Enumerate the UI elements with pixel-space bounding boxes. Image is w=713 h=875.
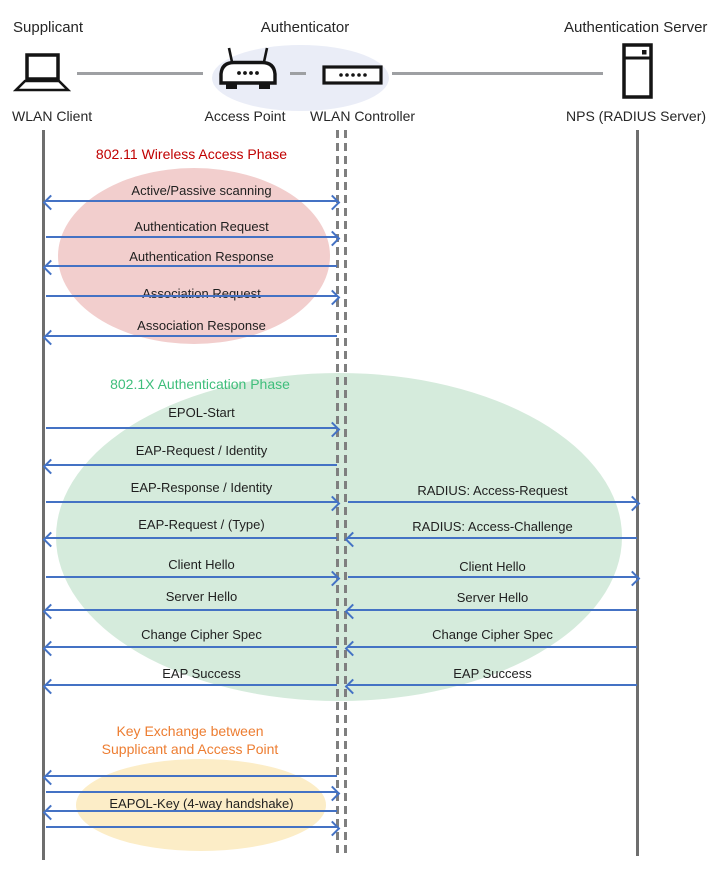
message-label: Change Cipher Spec — [432, 627, 553, 642]
role-authenticator: Authenticator — [260, 19, 350, 36]
message-label: Server Hello — [456, 590, 529, 605]
arrowhead-left-icon — [42, 603, 59, 619]
laptop-icon — [12, 53, 72, 95]
message-arrow-left — [42, 769, 337, 785]
access-point-icon — [217, 47, 279, 93]
wlan-controller-icon — [322, 65, 383, 85]
message-label: Client Hello — [168, 557, 235, 572]
message-arrow-left — [344, 531, 637, 547]
lifeline-wlan-controller-dashed-2 — [344, 130, 347, 854]
message-arrow-both — [42, 194, 341, 210]
message-arrow-left — [42, 804, 337, 820]
message-arrow-left — [42, 531, 337, 547]
role-authentication-server: Authentication Server — [564, 19, 708, 36]
phase1-ellipse — [58, 168, 330, 344]
connector-line — [77, 72, 203, 75]
message-label: EPOL-Start — [168, 405, 235, 420]
phase3-ellipse — [76, 759, 326, 851]
message-label: RADIUS: Access-Challenge — [412, 519, 573, 534]
message-label: EAP-Response / Identity — [130, 480, 273, 495]
message-label: Authentication Request — [134, 219, 269, 234]
device-wlan-client: WLAN Client — [12, 108, 93, 124]
message-label: Change Cipher Spec — [141, 627, 262, 642]
message-label: EAP Success — [453, 666, 532, 681]
arrowhead-left-icon — [42, 458, 59, 474]
device-wlan-controller: WLAN Controller — [309, 108, 416, 124]
phase3-title-line1: Key Exchange between — [116, 723, 264, 739]
message-arrow-left — [42, 458, 337, 474]
message-arrow-left — [42, 329, 337, 345]
message-label: Client Hello — [459, 559, 526, 574]
lifeline-wlan-client — [42, 130, 45, 860]
message-arrow-left — [42, 603, 337, 619]
message-arrow-right — [46, 820, 341, 836]
message-arrow-left — [344, 603, 637, 619]
role-supplicant: Supplicant — [13, 19, 84, 36]
message-arrow-right — [348, 570, 641, 586]
message-label: Active/Passive scanning — [131, 183, 272, 198]
phase3-title-line2: Supplicant and Access Point — [101, 741, 279, 757]
message-label: EAP Success — [162, 666, 241, 681]
message-arrow-right — [46, 495, 341, 511]
message-arrow-right — [46, 785, 341, 801]
lifeline-nps-server — [636, 130, 639, 856]
message-label: EAP-Request / (Type) — [138, 517, 265, 532]
message-arrow-right — [348, 495, 641, 511]
lifeline-wlan-controller-dashed-1 — [336, 130, 339, 854]
message-label: EAPOL-Key (4-way handshake) — [109, 796, 294, 811]
message-label: Authentication Response — [129, 249, 274, 264]
message-label: Association Response — [137, 318, 266, 333]
phase1-title: 802.11 Wireless Access Phase — [95, 146, 288, 162]
server-icon — [622, 43, 654, 99]
phase3-title: Key Exchange between Supplicant and Acce… — [40, 722, 340, 758]
connector-line — [290, 72, 306, 75]
message-label: EAP-Request / Identity — [135, 443, 268, 458]
message-arrow-right — [46, 570, 341, 586]
device-nps-radius-server: NPS (RADIUS Server) — [566, 108, 707, 124]
phase2-title: 802.1X Authentication Phase — [110, 376, 290, 392]
message-arrow-right — [46, 289, 341, 305]
device-access-point: Access Point — [204, 108, 286, 124]
message-arrow-left — [344, 640, 637, 656]
message-label: Server Hello — [165, 589, 238, 604]
message-label: Association Request — [142, 286, 261, 301]
message-arrow-left — [344, 678, 637, 694]
message-arrow-left — [42, 678, 337, 694]
message-arrow-left — [42, 259, 337, 275]
arrowhead-left-icon — [42, 769, 59, 785]
message-arrow-left — [42, 640, 337, 656]
connector-line — [392, 72, 603, 75]
message-label: RADIUS: Access-Request — [417, 483, 568, 498]
message-arrow-right — [46, 421, 341, 437]
arrowhead-left-icon — [42, 640, 59, 656]
message-arrow-right — [46, 230, 341, 246]
